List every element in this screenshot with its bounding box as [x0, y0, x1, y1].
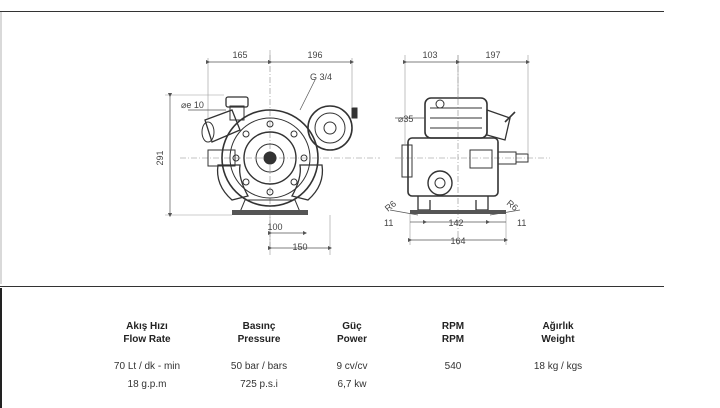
rpm-value: 540 — [444, 361, 462, 372]
power-value-kw: 6,7 kw — [337, 379, 367, 390]
side-view — [395, 55, 550, 245]
front-view — [165, 50, 380, 255]
pressure-label-tr: Basınç — [242, 321, 276, 332]
top-rule — [0, 11, 664, 12]
power-value-cv: 9 cv/cv — [336, 361, 368, 372]
dim-103: 103 — [422, 50, 437, 60]
dim-thread: G 3/4 — [310, 72, 332, 82]
flow-rate-value-metric: 70 Lt / dk - min — [113, 361, 181, 372]
front-dimensions — [167, 59, 355, 251]
flow-rate-label-tr: Akış Hızı — [126, 321, 168, 332]
weight-label-en: Weight — [541, 334, 575, 345]
dim-197: 197 — [485, 50, 500, 60]
page-edge — [0, 12, 2, 284]
pressure-label-en: Pressure — [237, 334, 281, 345]
flow-rate-header: Akış Hızı Flow Rate — [87, 320, 207, 346]
rpm-label-en: RPM — [441, 334, 465, 345]
page-edge-lower — [0, 288, 2, 408]
weight-label-tr: Ağırlık — [542, 321, 574, 332]
dim-196: 196 — [307, 50, 322, 60]
rpm-header: RPM RPM — [393, 320, 513, 346]
power-label-en: Power — [336, 334, 367, 345]
power-header: Güç Power — [292, 320, 412, 346]
dim-dia35: ⌀35 — [398, 114, 413, 124]
dim-150: 150 — [292, 242, 307, 252]
rpm-label-tr: RPM — [441, 321, 465, 332]
dim-11-right: 11 — [517, 218, 526, 228]
pressure-header: Basınç Pressure — [199, 320, 319, 346]
power-label-tr: Güç — [342, 321, 362, 332]
dim-diameter: ⌀e 10 — [181, 100, 204, 110]
weight-header: Ağırlık Weight — [498, 320, 618, 346]
dim-164: 164 — [450, 236, 465, 246]
pressure-value-metric: 50 bar / bars — [230, 361, 288, 372]
section-rule — [0, 286, 664, 287]
side-dimensions — [389, 59, 531, 243]
dim-100: 100 — [267, 222, 282, 232]
technical-drawing: 165 196 G 3/4 ⌀e 10 291 100 150 — [155, 50, 550, 255]
flow-rate-value-imperial: 18 g.p.m — [127, 379, 167, 390]
dim-11-left: 11 — [384, 218, 393, 228]
dim-height: 291 — [155, 150, 165, 165]
weight-value: 18 kg / kgs — [533, 361, 583, 372]
dim-165: 165 — [232, 50, 247, 60]
flow-rate-label-en: Flow Rate — [123, 334, 171, 345]
pressure-value-imperial: 725 p.s.i — [240, 379, 278, 390]
dim-142: 142 — [448, 218, 463, 228]
